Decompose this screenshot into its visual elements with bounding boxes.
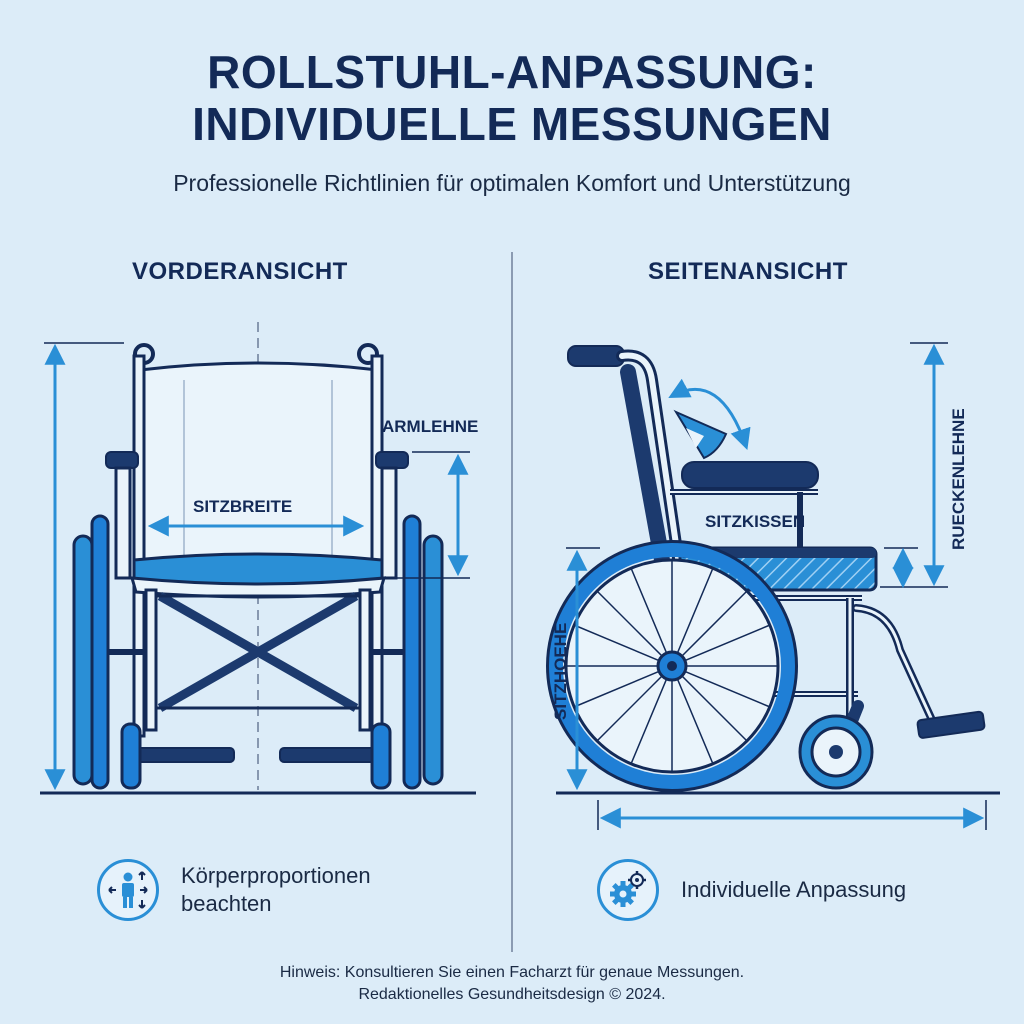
front-left-outer-wheel [72,534,94,786]
title-line-2: INDIVIDUELLE MESSUNGEN [192,98,832,150]
section-divider [511,252,513,952]
front-left-caster [120,722,142,790]
tip-body-proportions-text: Körperproportionen beachten [181,862,371,918]
page-title: ROLLSTUHL-ANPASSUNG: INDIVIDUELLE MESSUN… [0,46,1024,150]
front-right-wheel [402,514,422,790]
front-right-caster [370,722,392,790]
front-left-wheel [90,514,110,790]
side-footrest [916,710,986,739]
front-right-footrest [279,747,381,763]
seat-height-label: SITZHOEHE [551,623,570,720]
front-right-armrest [375,451,409,469]
gears-icon [597,859,659,921]
tip-body-proportions-line-2: beachten [181,891,272,916]
tip-individual-adjustment: Individuelle Anpassung [597,859,906,921]
tip-body-proportions: Körperproportionen beachten [97,859,371,921]
cushion-label: SITZKISSEN [705,512,805,531]
side-push-handle [567,345,625,367]
footer-line-1: Hinweis: Konsultieren Sie einen Facharzt… [279,964,745,981]
side-view-wheelchair: SITZKISSEN RUECKENLEHNE SITZHOEHE [546,342,1000,830]
backrest-label: RUECKENLEHNE [949,408,968,550]
tip-individual-adjustment-text: Individuelle Anpassung [681,877,907,902]
front-view-wheelchair: ARMLEHNE SITZBREITE [40,322,478,795]
side-view-heading: SEITENANSICHT [648,258,848,285]
title-line-1: ROLLSTUHL-ANPASSUNG: [207,46,817,98]
page-subtitle: Professionelle Richtlinien für optimalen… [173,170,851,196]
seat-width-label: SITZBREITE [193,497,292,516]
front-backrest [138,361,380,572]
front-left-armrest [105,451,139,469]
footer-line-2: Redaktionelles Gesundheitsdesign © 2024. [358,986,666,1003]
tip-body-proportions-line-1: Körperproportionen [181,863,371,888]
front-right-handle [357,343,379,365]
front-right-outer-wheel [422,534,444,786]
side-rear-wheel [546,540,798,792]
front-view-heading: VORDERANSICHT [132,258,348,285]
side-armrest [681,461,819,489]
side-backrest [620,364,670,568]
armrest-label: ARMLEHNE [382,417,478,436]
body-proportions-icon [97,859,159,921]
footer-note: Hinweis: Konsultieren Sie einen Facharzt… [0,962,1024,1006]
front-left-footrest [133,747,235,763]
backrest-angle-arrow [668,378,751,450]
